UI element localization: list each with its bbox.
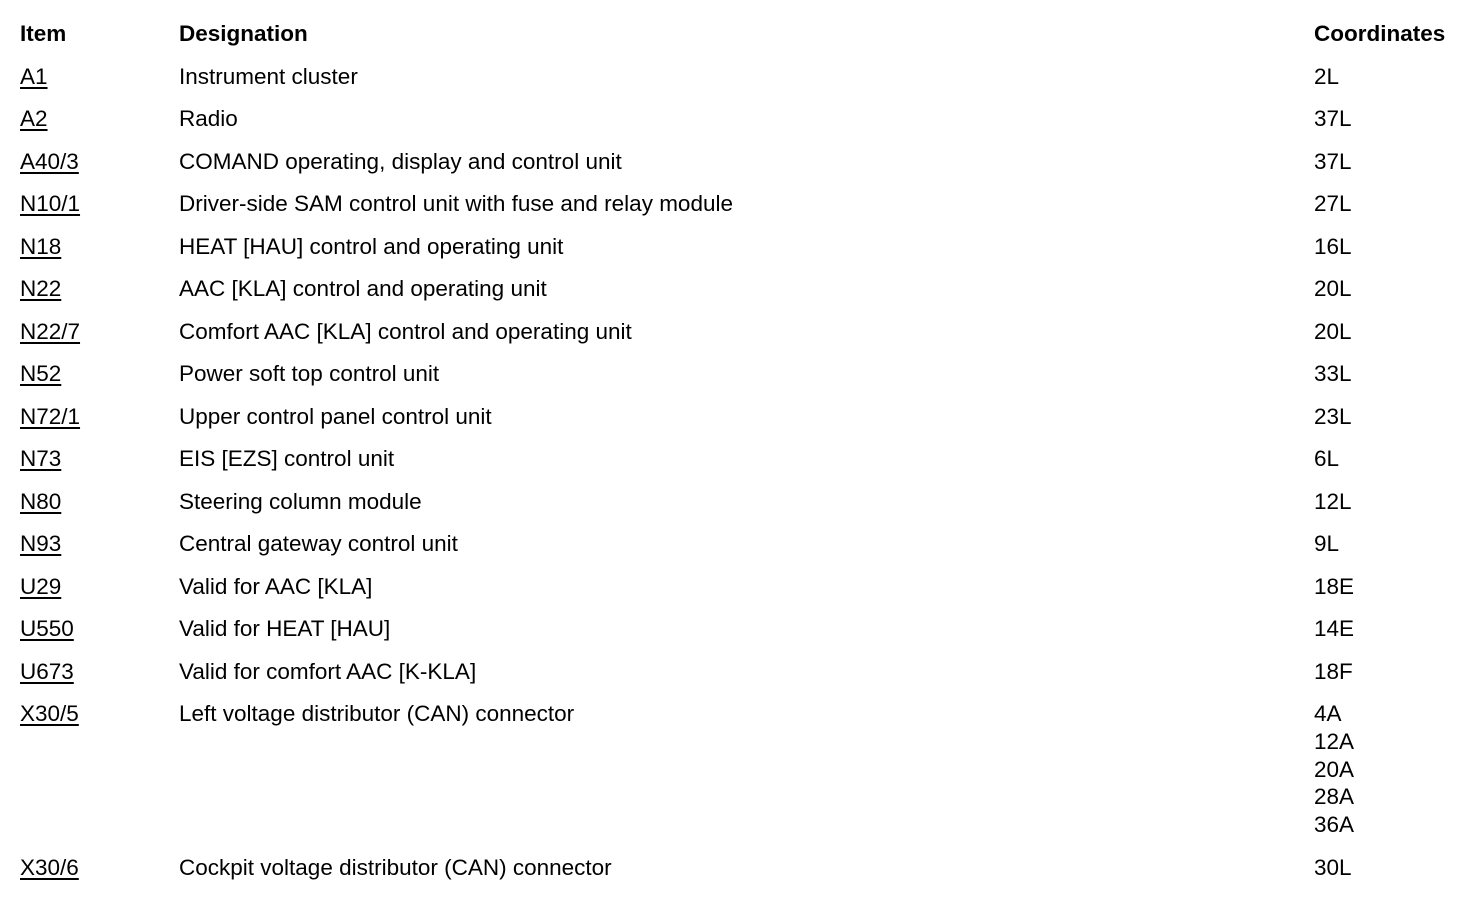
coordinates-cell: 2L (1314, 63, 1339, 91)
coordinates-cell: 33L (1314, 360, 1352, 388)
item-cell: A40/3 (20, 148, 79, 176)
item-cell: X30/5 (20, 700, 79, 728)
item-link[interactable]: A1 (20, 64, 48, 89)
coordinates-cell: 18E (1314, 573, 1354, 601)
coordinate-value: 27L (1314, 191, 1352, 216)
coordinates-cell: 20L (1314, 275, 1352, 303)
coordinate-value: 6L (1314, 446, 1340, 471)
item-cell: N18 (20, 233, 61, 261)
item-link[interactable]: N93 (20, 531, 62, 556)
item-link[interactable]: X30/6 (20, 855, 79, 880)
item-cell: U673 (20, 658, 74, 686)
coordinate-value: 33L (1314, 361, 1352, 386)
coordinate-value: 20L (1314, 319, 1352, 344)
designation-cell: AAC [KLA] control and operating unit (179, 276, 547, 301)
coordinates-cell: 37L (1314, 105, 1352, 133)
item-cell: N22/7 (20, 318, 80, 346)
item-link[interactable]: N73 (20, 446, 62, 471)
coordinates-cell: 12L (1314, 488, 1352, 516)
designation-cell: Valid for HEAT [HAU] (179, 616, 391, 641)
coordinate-value: 18E (1314, 574, 1355, 599)
designation-cell: Left voltage distributor (CAN) connector (179, 701, 575, 726)
item-link[interactable]: N72/1 (20, 404, 81, 429)
item-link[interactable]: U550 (20, 616, 74, 641)
coordinate-value: 37L (1314, 106, 1352, 131)
header-designation: Designation (179, 21, 308, 46)
coordinate-value: 12L (1314, 489, 1352, 514)
item-cell: N22 (20, 275, 61, 303)
coordinate-value: 14E (1314, 616, 1355, 641)
item-cell: X30/6 (20, 854, 79, 882)
item-cell: U29 (20, 573, 61, 601)
coordinates-cell: 37L (1314, 148, 1352, 176)
item-link[interactable]: N22 (20, 276, 62, 301)
coordinate-value: 2L (1314, 64, 1340, 89)
coordinates-cell: 27L (1314, 190, 1352, 218)
coordinates-cell: 6L (1314, 445, 1339, 473)
designation-cell: Cockpit voltage distributor (CAN) connec… (179, 855, 612, 880)
coordinate-value: 9L (1314, 531, 1340, 556)
coordinate-value: 20A (1314, 756, 1355, 782)
coordinates-cell: 16L (1314, 233, 1352, 261)
coordinates-cell: 18F (1314, 658, 1353, 686)
coordinates-cell: 14E (1314, 615, 1354, 643)
coordinate-value: 37L (1314, 149, 1352, 174)
item-link[interactable]: N22/7 (20, 319, 81, 344)
item-cell: U550 (20, 615, 74, 643)
designation-cell: Comfort AAC [KLA] control and operating … (179, 319, 632, 344)
coordinates-cell: 30L (1314, 854, 1352, 882)
item-link[interactable]: A2 (20, 106, 48, 131)
coordinate-value: 18F (1314, 659, 1353, 684)
designation-cell: Radio (179, 106, 238, 131)
designation-cell: Central gateway control unit (179, 531, 458, 556)
item-link[interactable]: N10/1 (20, 191, 81, 216)
header-item: Item (20, 21, 67, 46)
item-cell: A2 (20, 105, 48, 133)
item-cell: A1 (20, 63, 48, 91)
item-link[interactable]: N52 (20, 361, 62, 386)
designation-cell: Power soft top control unit (179, 361, 440, 386)
item-link[interactable]: A40/3 (20, 149, 79, 174)
designation-cell: Upper control panel control unit (179, 404, 492, 429)
coordinate-value: 36A (1314, 812, 1355, 838)
item-link[interactable]: N80 (20, 489, 62, 514)
header-coordinates: Coordinates (1314, 21, 1446, 46)
designation-cell: Valid for comfort AAC [K-KLA] (179, 659, 477, 684)
coordinates-cell: 23L (1314, 403, 1352, 431)
item-cell: N73 (20, 445, 61, 473)
item-cell: N93 (20, 530, 61, 558)
coordinate-value: 20L (1314, 276, 1352, 301)
item-cell: N72/1 (20, 403, 80, 431)
item-link[interactable]: X30/5 (20, 701, 79, 726)
coordinate-value: 16L (1314, 234, 1352, 259)
designation-cell: COMAND operating, display and control un… (179, 149, 622, 174)
coordinates-cell: 20L (1314, 318, 1352, 346)
designation-cell: Steering column module (179, 489, 422, 514)
coordinate-value: 4A (1314, 701, 1342, 726)
designation-cell: HEAT [HAU] control and operating unit (179, 234, 564, 259)
coordinate-value: 12A (1314, 728, 1355, 754)
designation-cell: Valid for AAC [KLA] (179, 574, 373, 599)
item-cell: N52 (20, 360, 61, 388)
item-cell: N80 (20, 488, 61, 516)
designation-cell: Instrument cluster (179, 64, 358, 89)
coordinate-value: 28A (1314, 784, 1355, 810)
item-link[interactable]: N18 (20, 234, 62, 259)
item-link[interactable]: U673 (20, 659, 74, 684)
designation-cell: EIS [EZS] control unit (179, 446, 395, 471)
item-link[interactable]: U29 (20, 574, 62, 599)
item-cell: N10/1 (20, 190, 80, 218)
coordinate-value: 30L (1314, 855, 1352, 880)
designation-cell: Driver-side SAM control unit with fuse a… (179, 191, 733, 216)
coordinate-value: 23L (1314, 404, 1352, 429)
coordinates-cell: 9L (1314, 530, 1339, 558)
